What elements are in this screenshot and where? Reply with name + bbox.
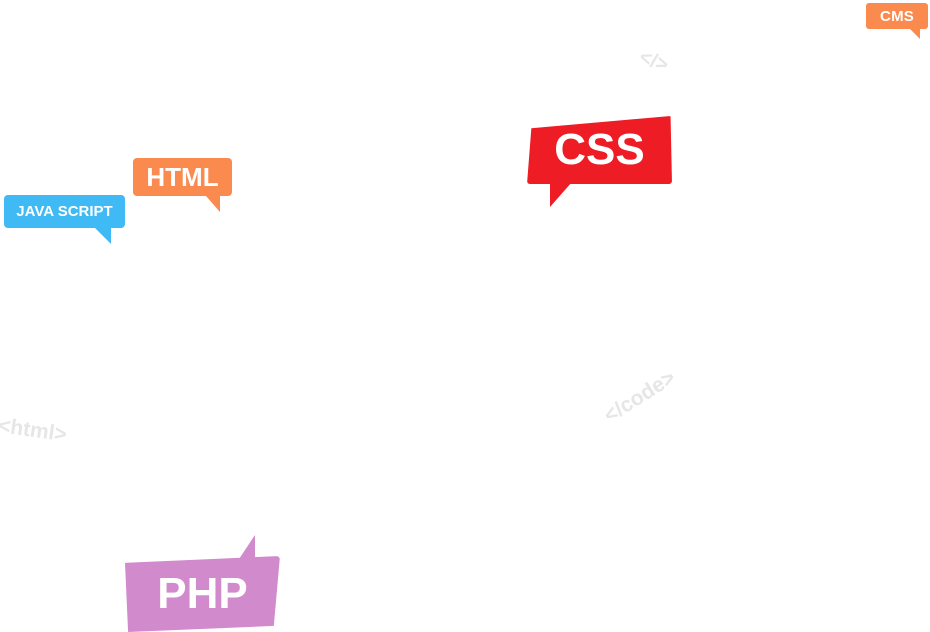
html-tag-label: HTML bbox=[146, 162, 219, 192]
php-tag-label: PHP bbox=[157, 569, 248, 618]
code-tag-watermark: </code> bbox=[600, 365, 680, 428]
cms-bubble-tail bbox=[910, 29, 920, 39]
cms-tag-label: CMS bbox=[880, 7, 914, 25]
javascript-tag-bubble: JAVA SCRIPT bbox=[4, 195, 125, 244]
php-bubble-tail bbox=[239, 535, 255, 559]
css-tag-label: CSS bbox=[554, 125, 645, 174]
css-bubble-tail bbox=[550, 182, 572, 207]
html-tag-bubble: HTML bbox=[133, 158, 232, 212]
html-tag-watermark: <html> bbox=[0, 414, 69, 447]
javascript-bubble-tail bbox=[95, 228, 111, 244]
javascript-tag-label: JAVA SCRIPT bbox=[16, 203, 113, 220]
php-tag-bubble: PHP bbox=[125, 556, 280, 632]
html-bubble-tail bbox=[206, 196, 220, 212]
slash-tag-watermark: </> bbox=[636, 46, 672, 77]
css-tag-bubble: CSS bbox=[527, 116, 672, 184]
cms-tag-bubble: CMS bbox=[866, 3, 928, 39]
